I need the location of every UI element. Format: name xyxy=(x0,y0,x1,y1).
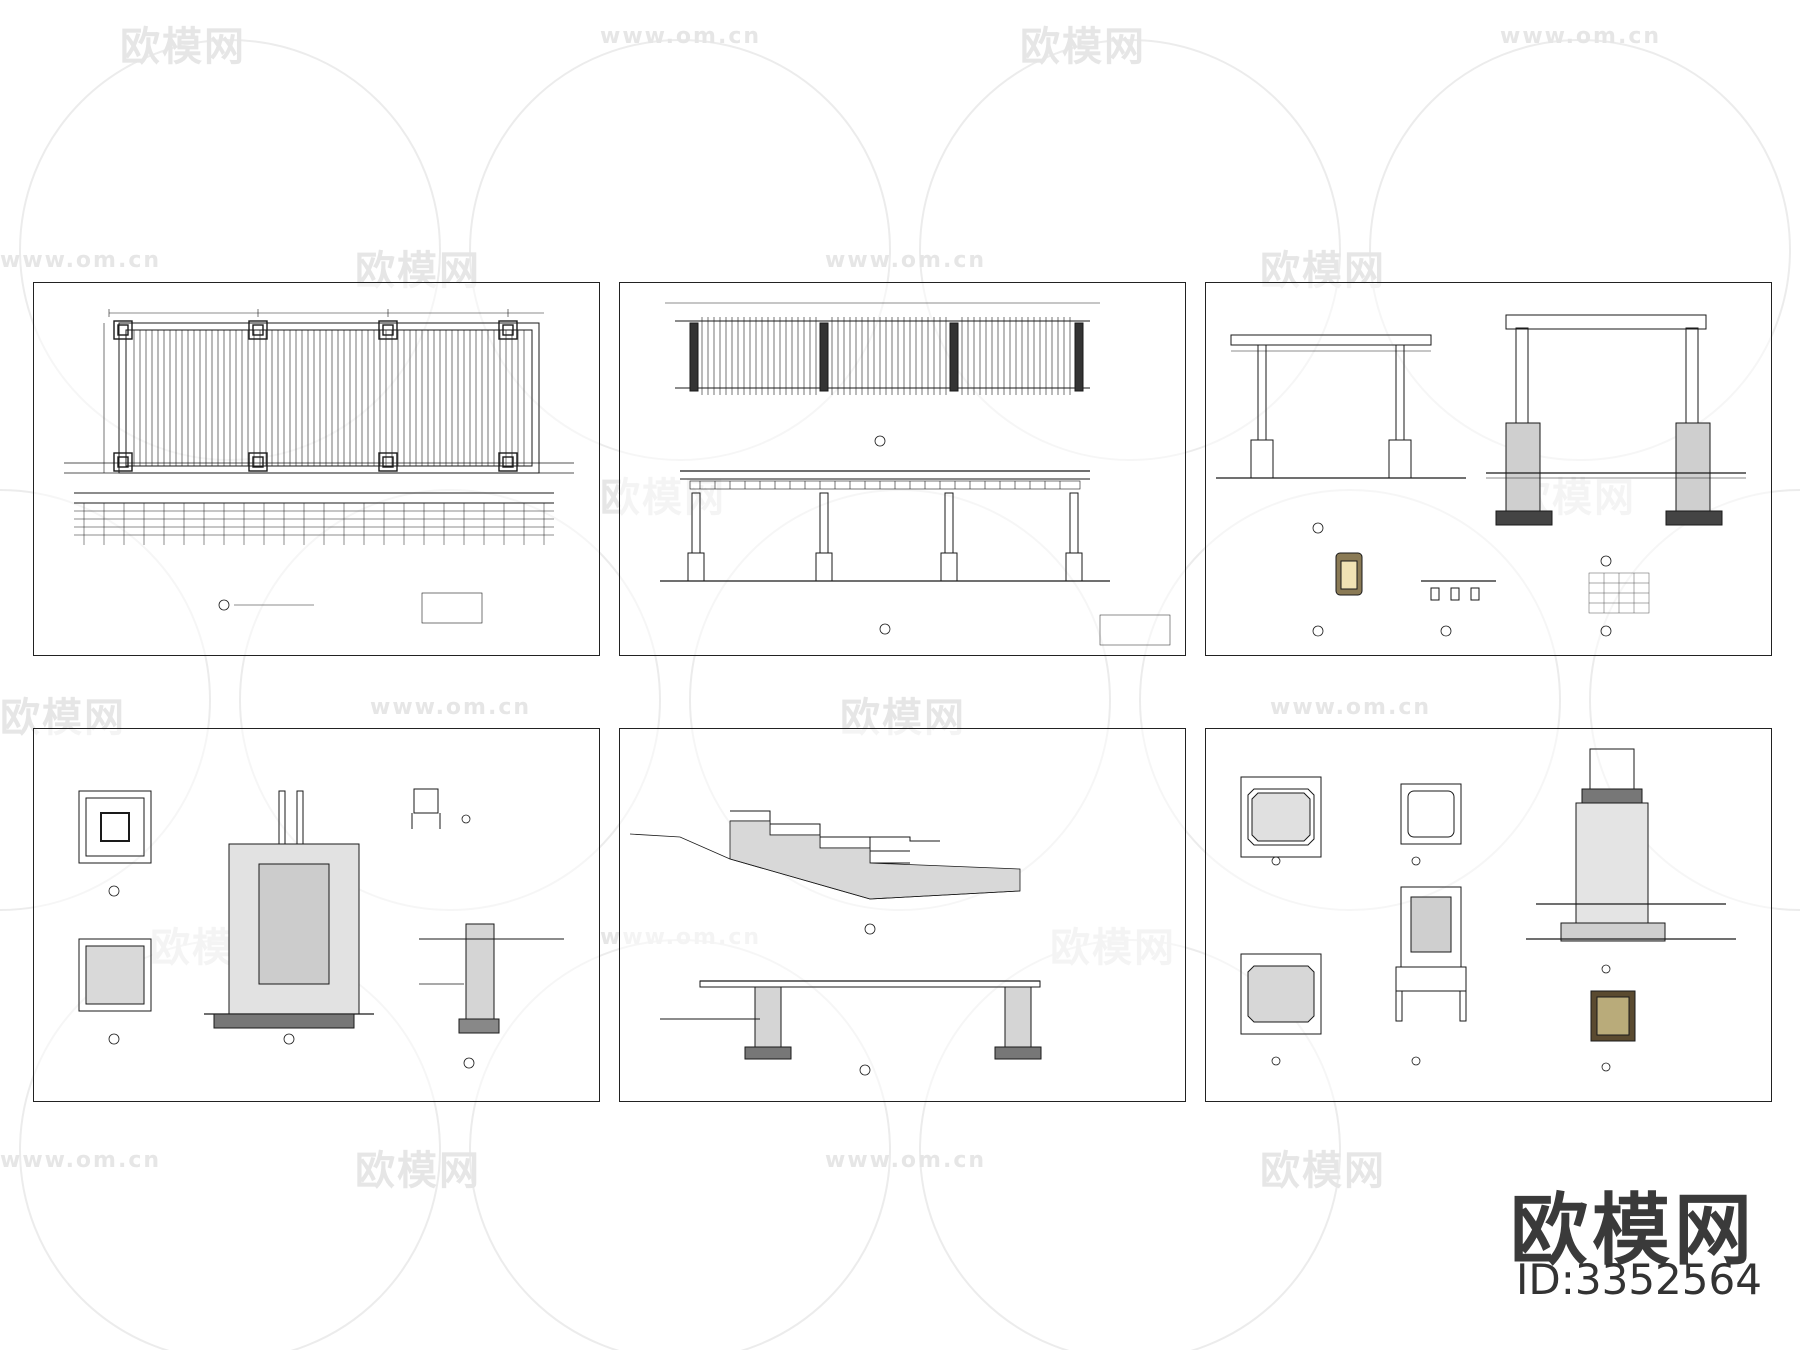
watermark-url: www.om.cn xyxy=(370,695,532,720)
watermark-url: www.om.cn xyxy=(1500,24,1662,49)
watermark-url: www.om.cn xyxy=(825,1148,987,1173)
step-section-drawing xyxy=(629,810,1042,1076)
drawing-sheet-step-sections[interactable] xyxy=(619,728,1186,1102)
lamp-detail-drawing xyxy=(1240,748,1736,1072)
column-detail-drawing xyxy=(78,788,564,1069)
drawing-sheet-sections[interactable] xyxy=(1205,282,1772,656)
watermark-logo: 欧模网 xyxy=(355,1148,481,1194)
watermark-logo: 欧模网 xyxy=(120,24,246,70)
watermark-logo: 欧模网 xyxy=(1260,1148,1386,1194)
watermark-url: www.om.cn xyxy=(1270,695,1432,720)
pergola-plan-drawing xyxy=(64,309,574,624)
drawing-sheet-lamp-details[interactable] xyxy=(1205,728,1772,1102)
drawing-sheet-plan[interactable] xyxy=(33,282,600,656)
drawing-sheet-roof-elevation[interactable] xyxy=(619,282,1186,656)
pergola-elevation-drawing xyxy=(660,302,1171,646)
model-id-label: ID:3352564 xyxy=(1516,1255,1762,1304)
drawing-sheet-column-details[interactable] xyxy=(33,728,600,1102)
brand-logo-text: 欧模网 xyxy=(1510,1186,1757,1276)
watermark-url: www.om.cn xyxy=(0,1148,162,1173)
watermark-url: www.om.cn xyxy=(825,248,987,273)
pergola-section-drawing xyxy=(1216,314,1746,637)
watermark-url: www.om.cn xyxy=(0,248,162,273)
watermark-logo: 欧模网 xyxy=(1020,24,1146,70)
watermark-url: www.om.cn xyxy=(600,24,762,49)
